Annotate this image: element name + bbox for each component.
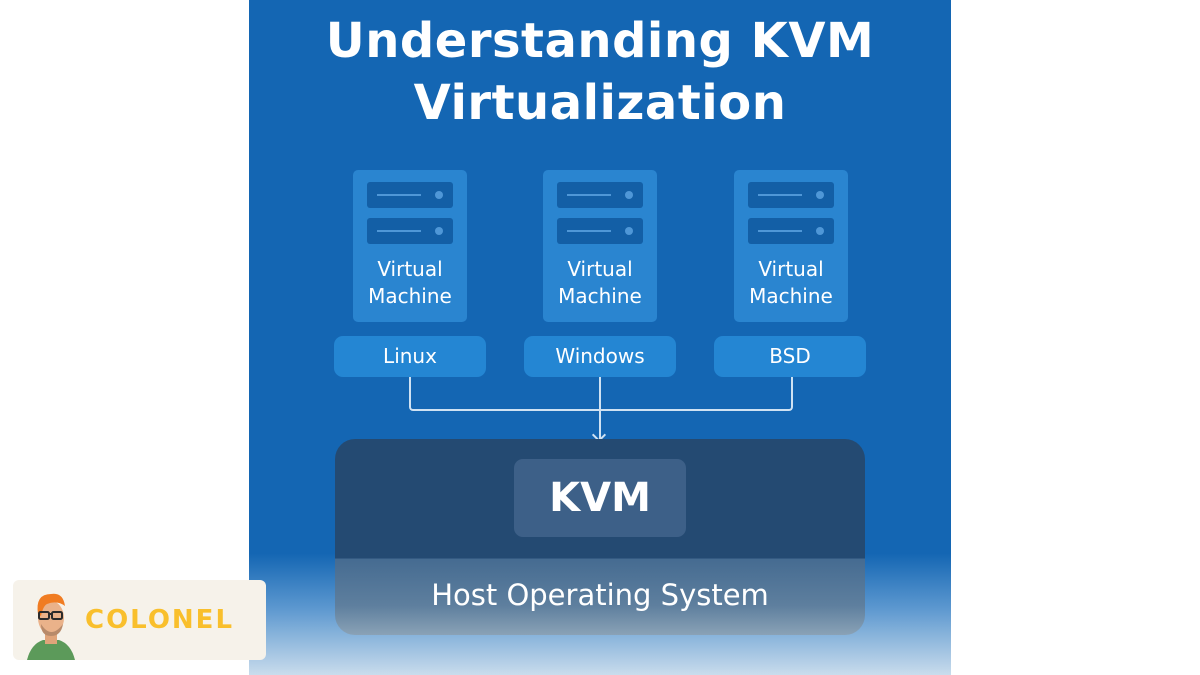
server-slot-icon	[367, 218, 453, 244]
diagram-title: Understanding KVM Virtualization	[249, 10, 951, 134]
server-slot-icon	[748, 182, 834, 208]
os-pill-windows: Windows	[524, 336, 676, 377]
title-line-2: Virtualization	[413, 75, 787, 131]
os-pill-bsd: BSD	[714, 336, 866, 377]
mascot-avatar-icon	[27, 593, 75, 660]
server-slot-icon	[557, 218, 643, 244]
logo-text: COLONEL	[85, 605, 235, 635]
connector-lines	[409, 377, 793, 411]
kvm-box: KVM	[514, 459, 686, 537]
diagram-panel: Understanding KVM Virtualization Virtual…	[249, 0, 951, 675]
server-slot-icon	[367, 182, 453, 208]
os-pill-linux: Linux	[334, 336, 486, 377]
host-stack: KVM Host Operating System	[335, 439, 865, 635]
server-slot-icon	[748, 218, 834, 244]
server-slot-icon	[557, 182, 643, 208]
title-line-1: Understanding KVM	[325, 13, 875, 69]
connector-stem	[599, 377, 601, 439]
logo-badge: COLONEL	[13, 580, 266, 660]
host-os-label: Host Operating System	[431, 578, 769, 612]
